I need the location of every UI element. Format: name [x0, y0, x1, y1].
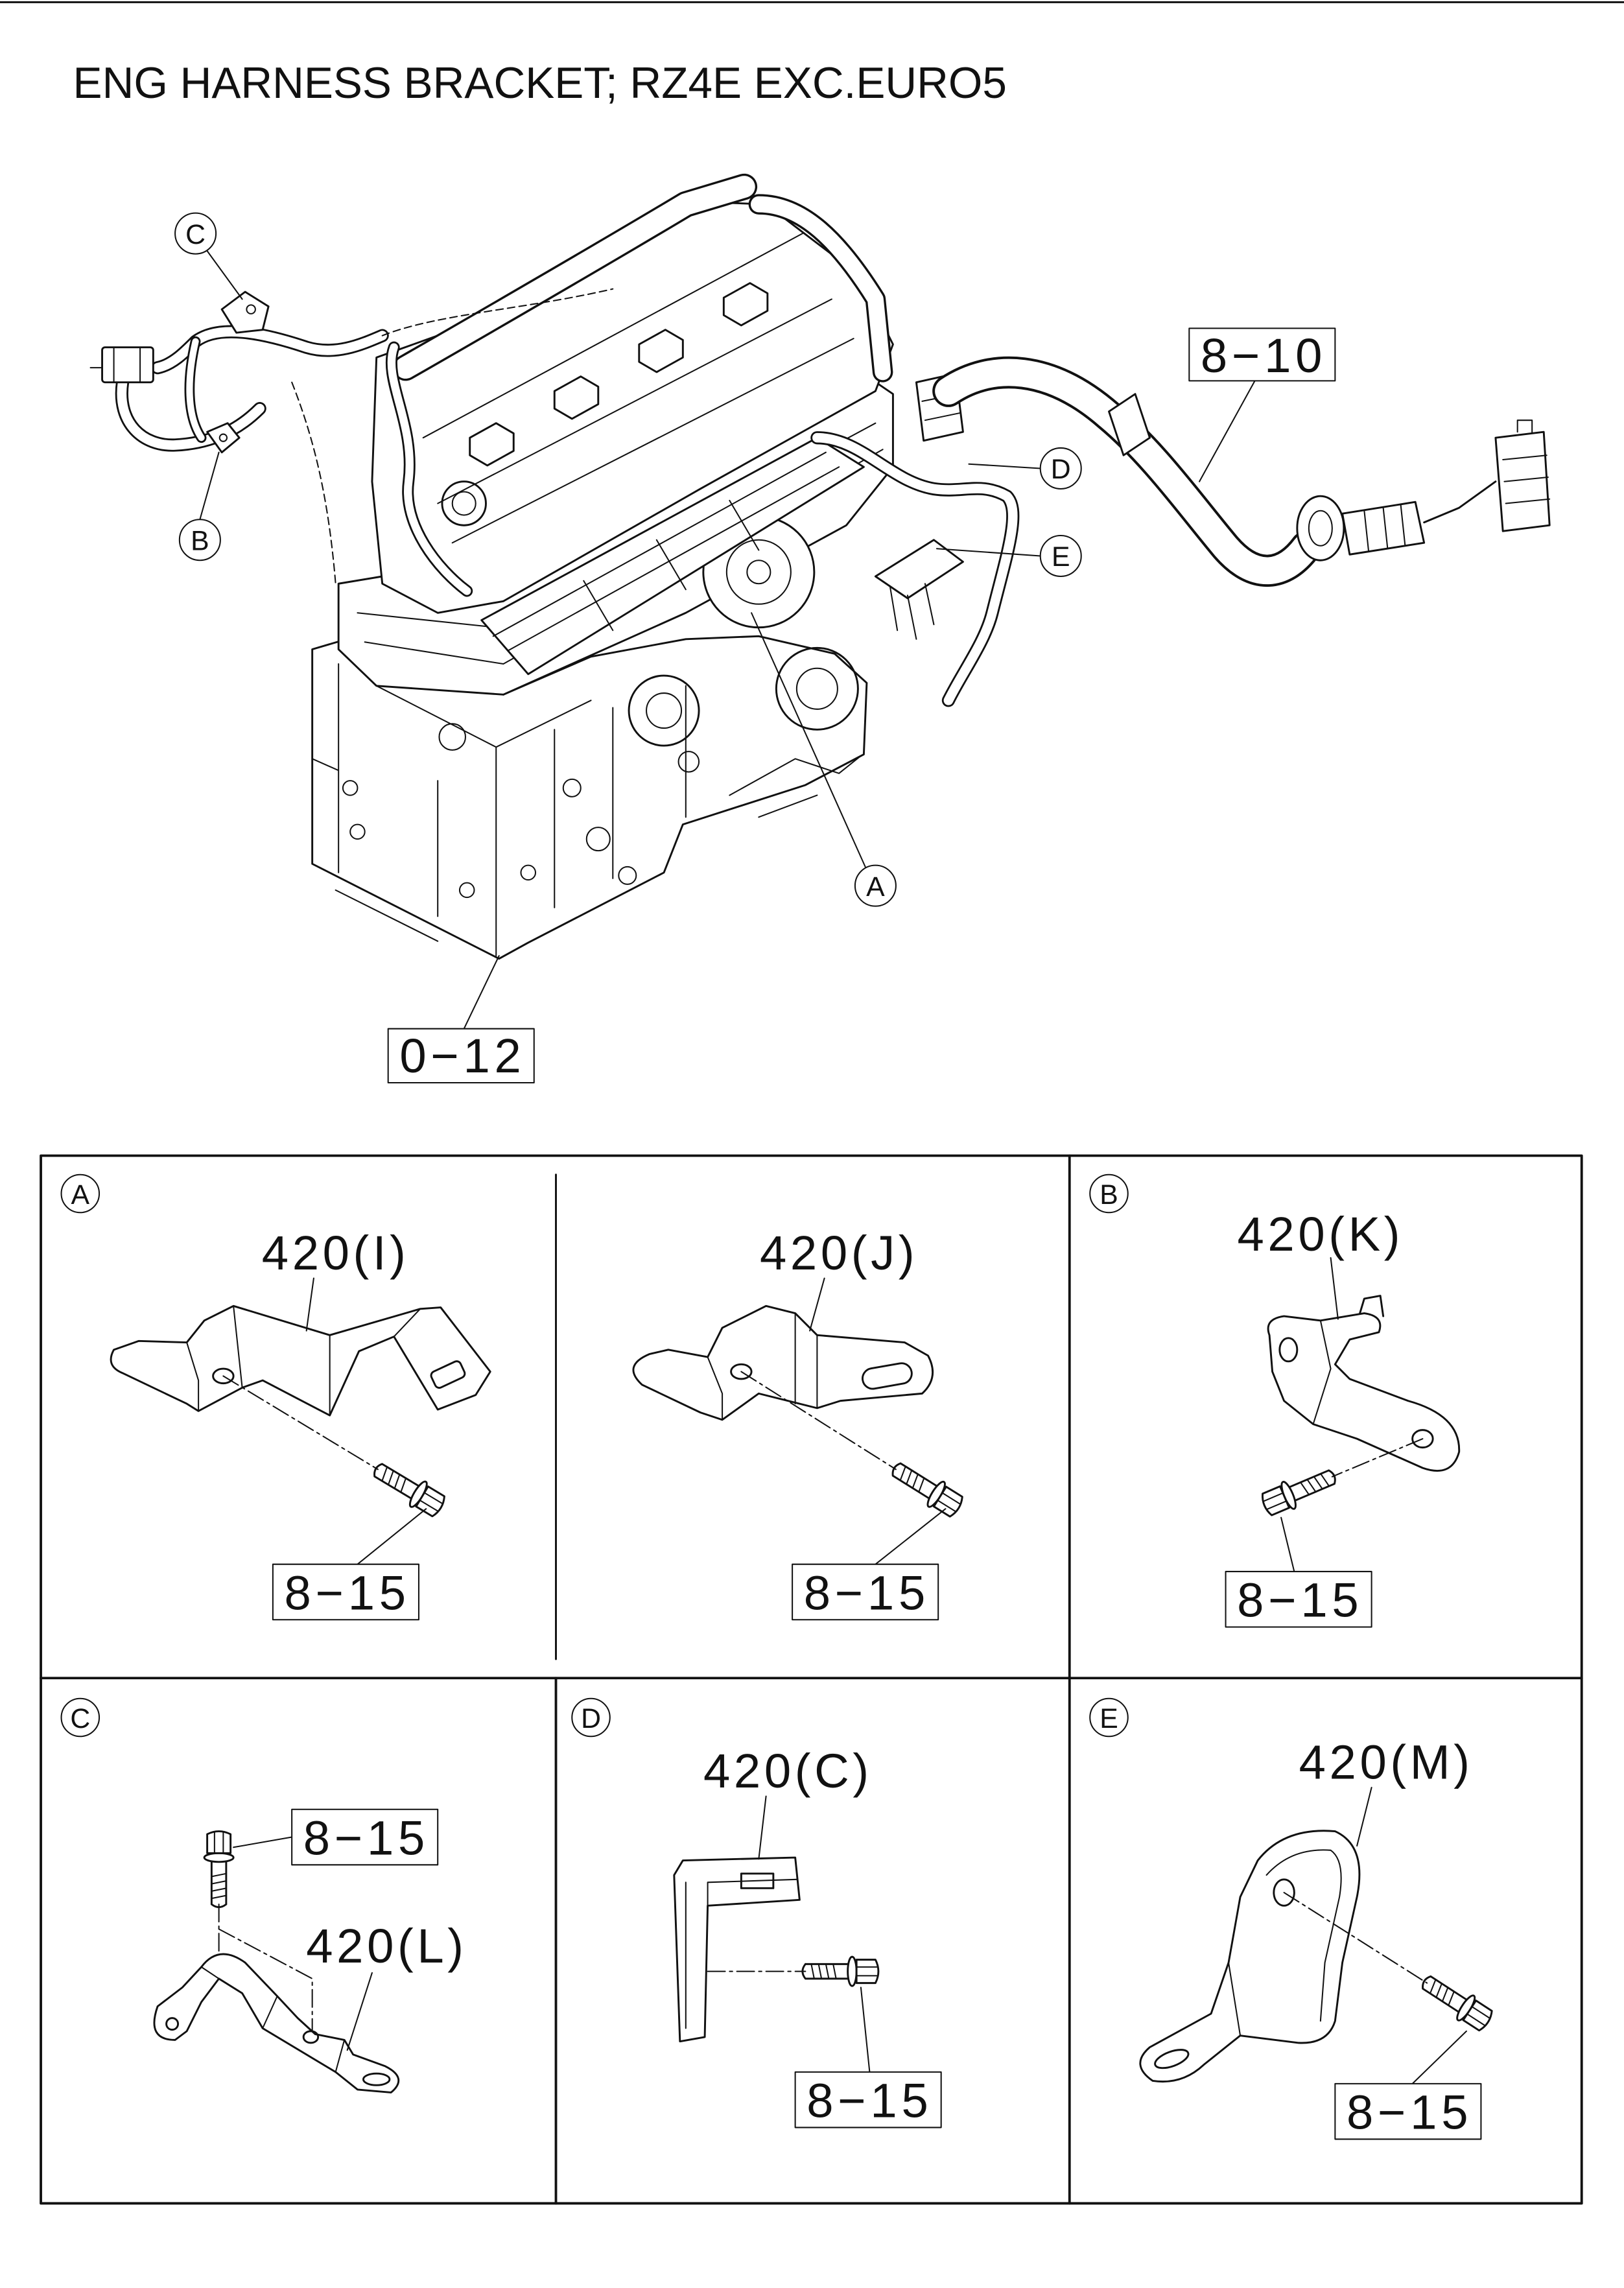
ref-box-b: 8−15	[1225, 1570, 1372, 1628]
panel-c: C 8−15 420(L)	[60, 1697, 467, 2093]
ref-box-harness: 8−10	[1188, 327, 1336, 383]
leader-bolt-b	[1280, 1516, 1295, 1572]
wiring-harness-right	[810, 372, 1020, 707]
page-title: ENG HARNESS BRACKET; RZ4E EXC.EURO5	[73, 59, 1007, 108]
part-label-420-c: 420(C)	[703, 1744, 873, 1798]
panel-e-letter: E	[1100, 1703, 1118, 1734]
callout-b-label: B	[191, 525, 209, 556]
ref-box-a1: 8−15	[272, 1563, 419, 1621]
leader-420-m	[1356, 1787, 1372, 1847]
leader-420-i	[305, 1277, 314, 1332]
wiring-harness-left	[89, 288, 614, 597]
part-label-420-k: 420(K)	[1238, 1207, 1404, 1261]
grommet	[1296, 495, 1345, 561]
part-label-420-i: 420(I)	[262, 1226, 410, 1280]
callout-b: B	[178, 519, 221, 561]
harness-connector-left	[89, 346, 154, 384]
callout-d-label: D	[1051, 454, 1071, 485]
bracket-420-c	[673, 1856, 801, 2043]
overview-leader-lines	[199, 250, 1256, 1030]
callout-c: C	[174, 212, 217, 255]
bracket-b-location	[206, 422, 241, 454]
ignition-coils	[469, 282, 769, 467]
panel-e: E 420(M) 8−15	[1089, 1697, 1497, 2140]
callout-c-label: C	[185, 219, 206, 250]
ref-a2-label: 8−15	[804, 1566, 930, 1620]
conduit-clip	[1108, 393, 1151, 456]
callout-a: A	[854, 864, 897, 907]
ref-box-c: 8−15	[291, 1808, 439, 1866]
bracket-420-l	[153, 1953, 400, 2093]
leader-bolt-a1	[357, 1508, 427, 1565]
part-label-420-m: 420(M)	[1299, 1736, 1474, 1789]
ref-box-e: 8−15	[1334, 2082, 1482, 2140]
callout-a-label: A	[866, 871, 885, 902]
harness-connector-right	[1494, 419, 1551, 532]
leader-420-k	[1330, 1257, 1339, 1320]
ref-d-label: 8−15	[806, 2074, 932, 2128]
leader-420-l	[346, 1972, 373, 2051]
bracket-420-m	[1139, 1830, 1361, 2083]
panel-d: D 420(C) 8−15	[571, 1697, 942, 2129]
ref-a1-label: 8−15	[285, 1566, 410, 1620]
panel-d-letter: D	[581, 1703, 601, 1734]
intake-pipe	[392, 173, 893, 383]
leader-bolt-c	[233, 1836, 293, 1848]
ref-box-engine: 0−12	[387, 1028, 535, 1083]
leader-bolt-e	[1411, 2030, 1467, 2084]
ref-box-d: 8−15	[794, 2071, 942, 2129]
bracket-c-location	[220, 290, 270, 334]
bracket-420-k	[1267, 1295, 1461, 1472]
ref-engine-label: 0−12	[399, 1029, 525, 1083]
bracket-420-j	[632, 1304, 934, 1421]
callout-e: E	[1039, 534, 1082, 578]
panel-b: B 420(K) 8−15	[1089, 1173, 1461, 1628]
inline-connector	[1341, 501, 1426, 556]
part-label-420-l: 420(L)	[306, 1919, 467, 1973]
bolt-420-j	[885, 1454, 967, 1522]
leader-bolt-d	[860, 1987, 871, 2073]
part-label-420-j: 420(J)	[760, 1226, 918, 1280]
panel-c-letter: C	[70, 1703, 90, 1734]
ref-c-label: 8−15	[303, 1811, 429, 1865]
ref-box-a2: 8−15	[792, 1563, 939, 1621]
harness-conduit	[932, 356, 1551, 587]
bolt-420-c	[801, 1955, 880, 1987]
bolt-420-m	[1415, 1968, 1497, 2036]
detail-grid	[40, 1154, 1583, 2205]
ref-b-label: 8−15	[1237, 1574, 1363, 1627]
leader-420-j	[809, 1277, 825, 1332]
callout-e-label: E	[1052, 541, 1070, 572]
ref-harness-label: 8−10	[1201, 329, 1326, 383]
leader-420-c	[758, 1795, 767, 1860]
bolt-420-l	[203, 1830, 235, 1909]
bolt-420-i	[367, 1455, 450, 1522]
panel-a: A 420(I) 8−15 420(J) 8−15	[60, 1173, 967, 1621]
bracket-e-location	[874, 539, 964, 640]
engine-overview: A B C D E 8−10 0−12	[89, 173, 1551, 1083]
panel-a-letter: A	[71, 1179, 90, 1210]
leader-bolt-a2	[875, 1508, 947, 1565]
bolt-420-k	[1258, 1461, 1341, 1520]
bracket-420-i	[110, 1304, 491, 1417]
callout-d: D	[1039, 447, 1082, 489]
ref-e-label: 8−15	[1347, 2086, 1472, 2140]
panel-b-letter: B	[1100, 1179, 1118, 1210]
exhaust-manifold	[480, 436, 865, 676]
